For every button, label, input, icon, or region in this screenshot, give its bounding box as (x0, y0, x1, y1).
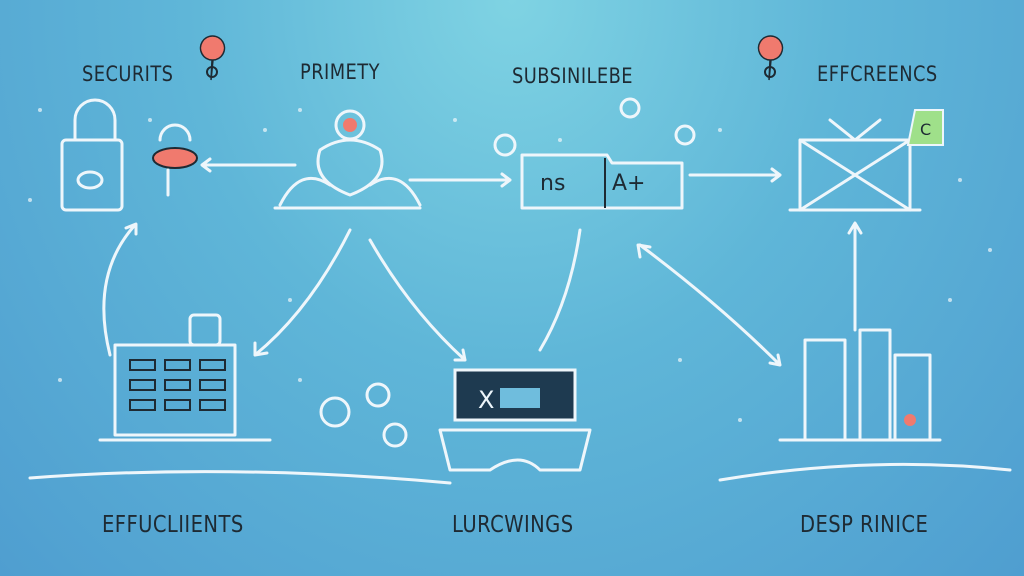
dashboard-icon (28, 313, 452, 485)
primety-figure-icon (273, 109, 422, 210)
label-securits: SECURITS (82, 62, 174, 86)
label-desp-rinice: DESP RINICE (800, 512, 929, 538)
svg-text:C: C (920, 120, 931, 139)
label-primety: PRIMETY (300, 60, 380, 84)
book-left-text: ns (540, 171, 565, 196)
truss-structure-icon: C (788, 109, 944, 212)
label-effucliients: EFFUCLIIENTS (102, 512, 244, 538)
label-effcreencs: EFFCREENCS (817, 62, 938, 86)
laptop-icon: X (319, 368, 592, 472)
decorative-specks (28, 108, 992, 422)
label-lurcwings: LURCWINGS (452, 512, 574, 538)
connection-arrows (102, 157, 863, 367)
pin-icon (757, 35, 784, 81)
label-subsinilebe: SUBSINILEBE (512, 64, 633, 88)
buildings-icon (718, 328, 1012, 482)
book-right-text: A+ (612, 171, 645, 196)
book-icon: ns A+ (493, 97, 696, 210)
padlock-icon (60, 98, 198, 212)
laptop-text: X (478, 386, 494, 414)
pin-icon (199, 35, 226, 81)
